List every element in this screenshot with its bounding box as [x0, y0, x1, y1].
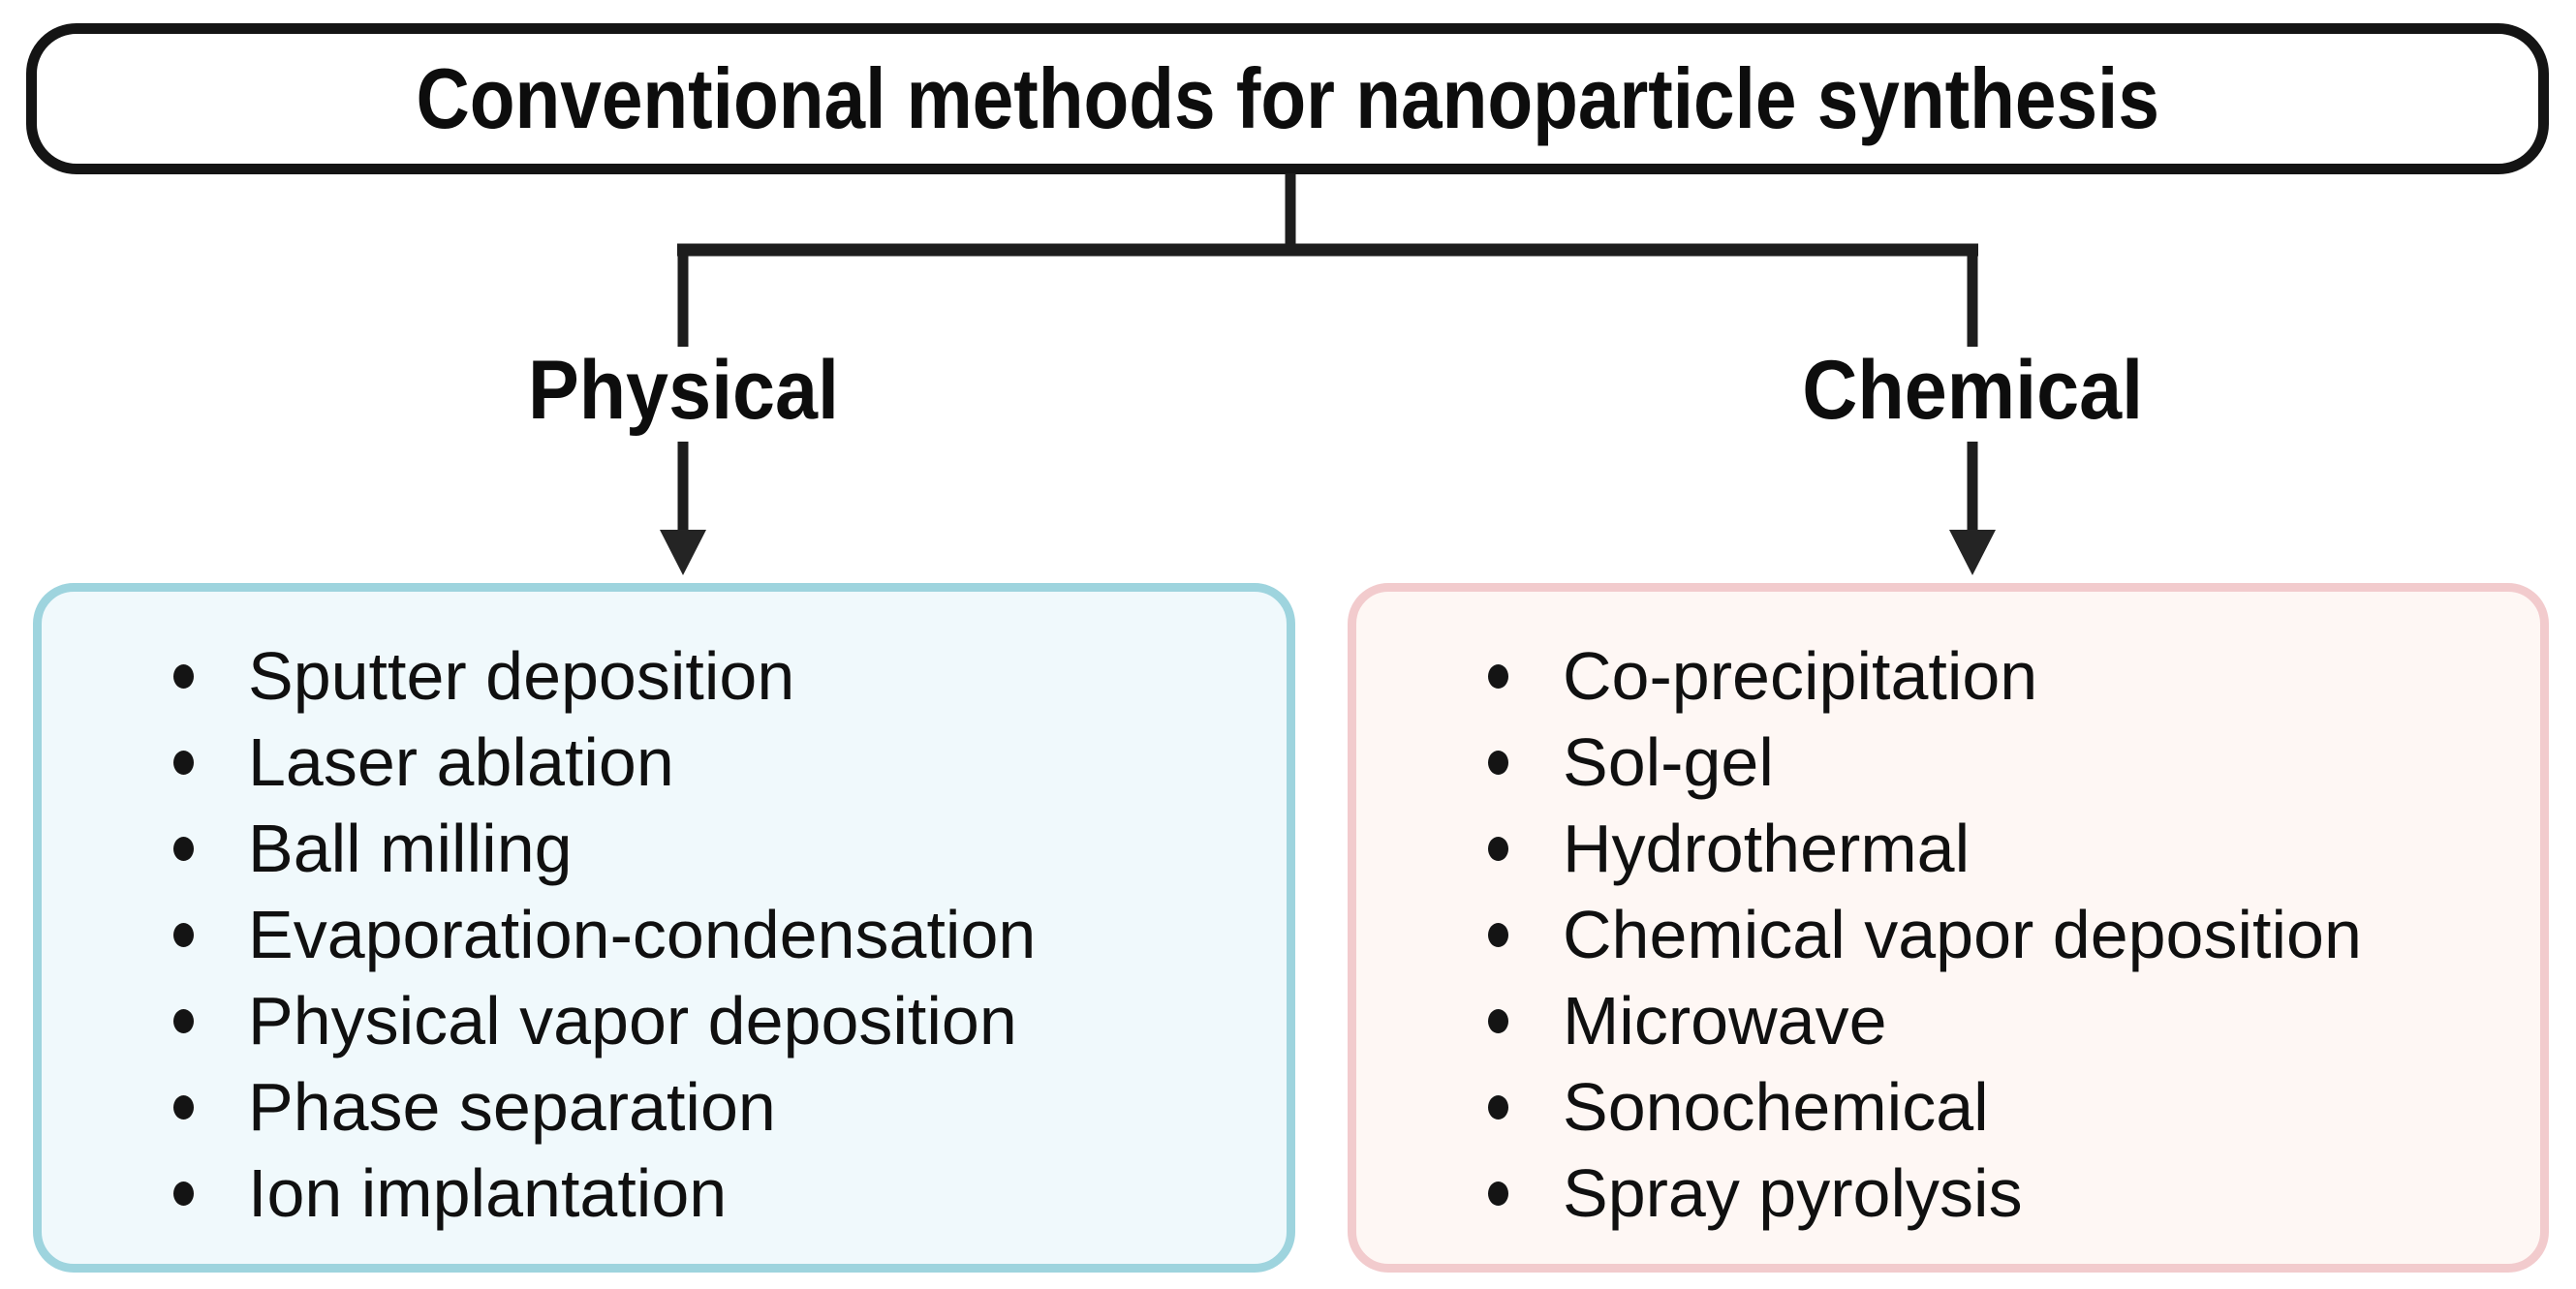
list-item: Ball milling [42, 806, 1287, 892]
branch-label-chemical-text: Chemical [1802, 343, 2143, 437]
chemical-arrow-head-icon [1949, 530, 1996, 575]
bullet-icon [1488, 1094, 1508, 1120]
list-item: Chemical vapor deposition [1356, 892, 2540, 978]
branch-label-physical: Physical [373, 341, 993, 440]
list-item-label: Sputter deposition [248, 638, 795, 714]
list-item-label: Microwave [1563, 983, 1887, 1059]
chemical-methods-list: Co-precipitation Sol-gel Hydrothermal Ch… [1356, 620, 2540, 1237]
list-item: Phase separation [42, 1064, 1287, 1151]
list-item-label: Phase separation [248, 1069, 776, 1145]
bullet-icon [1488, 663, 1508, 689]
list-item: Sonochemical [1356, 1064, 2540, 1151]
list-item: Laser ablation [42, 720, 1287, 806]
bullet-icon [1488, 1181, 1508, 1206]
list-item: Spray pyrolysis [1356, 1151, 2540, 1237]
bullet-icon [1488, 750, 1508, 775]
branch-label-chemical: Chemical [1662, 341, 2282, 440]
list-item: Sputter deposition [42, 633, 1287, 720]
bullet-icon [173, 663, 194, 689]
bullet-icon [173, 750, 194, 775]
list-item-label: Physical vapor deposition [248, 983, 1017, 1059]
list-item: Sol-gel [1356, 720, 2540, 806]
list-item-label: Evaporation-condensation [248, 897, 1037, 972]
list-item: Ion implantation [42, 1151, 1287, 1237]
bullet-icon [173, 1094, 194, 1120]
list-item-label: Sol-gel [1563, 724, 1774, 800]
list-item: Physical vapor deposition [42, 978, 1287, 1064]
page-title: Conventional methods for nanoparticle sy… [416, 50, 2159, 146]
list-item-label: Ball milling [248, 811, 573, 886]
list-item-label: Hydrothermal [1563, 811, 1971, 886]
bullet-icon [173, 836, 194, 861]
list-item-label: Ion implantation [248, 1155, 728, 1231]
list-item-label: Spray pyrolysis [1563, 1155, 2023, 1231]
physical-methods-list: Sputter deposition Laser ablation Ball m… [42, 620, 1287, 1237]
list-item: Co-precipitation [1356, 633, 2540, 720]
branch-label-physical-text: Physical [527, 343, 839, 437]
chemical-methods-box: Co-precipitation Sol-gel Hydrothermal Ch… [1348, 583, 2549, 1273]
bullet-icon [1488, 922, 1508, 947]
list-item-label: Chemical vapor deposition [1563, 897, 2362, 972]
bullet-icon [1488, 1008, 1508, 1033]
bullet-icon [173, 1181, 194, 1206]
title-box: Conventional methods for nanoparticle sy… [26, 23, 2549, 174]
list-item: Microwave [1356, 978, 2540, 1064]
list-item: Evaporation-condensation [42, 892, 1287, 978]
bullet-icon [1488, 836, 1508, 861]
list-item: Hydrothermal [1356, 806, 2540, 892]
physical-methods-box: Sputter deposition Laser ablation Ball m… [33, 583, 1295, 1273]
list-item-label: Laser ablation [248, 724, 674, 800]
bullet-icon [173, 1008, 194, 1033]
list-item-label: Co-precipitation [1563, 638, 2038, 714]
list-item-label: Sonochemical [1563, 1069, 1989, 1145]
physical-arrow-head-icon [660, 530, 706, 575]
bullet-icon [173, 922, 194, 947]
